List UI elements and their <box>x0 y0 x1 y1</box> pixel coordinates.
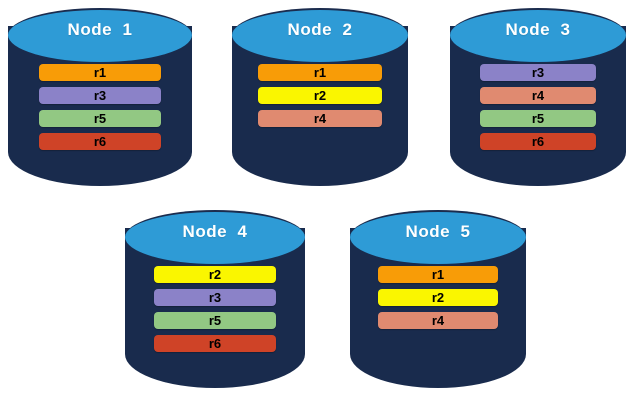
record-bar[interactable]: r5 <box>39 110 161 127</box>
record-list: r1 r2 r4 <box>232 64 408 133</box>
node-1[interactable]: Node 1 r1 r3 r5 r6 <box>8 8 192 186</box>
record-bar[interactable]: r4 <box>378 312 498 329</box>
cylinder-shape <box>232 8 408 186</box>
record-bar[interactable]: r2 <box>258 87 382 104</box>
record-bar[interactable]: r6 <box>480 133 596 150</box>
record-bar[interactable]: r4 <box>480 87 596 104</box>
node-title: Node 4 <box>182 222 248 241</box>
record-bar[interactable]: r3 <box>39 87 161 104</box>
node-title: Node 2 <box>287 20 353 39</box>
node-4[interactable]: Node 4 r2 r3 r5 r6 <box>125 210 305 388</box>
record-bar[interactable]: r1 <box>39 64 161 81</box>
cylinder-top-ellipse <box>450 8 626 62</box>
cylinder-top-ellipse <box>232 8 408 62</box>
record-bar[interactable]: r4 <box>258 110 382 127</box>
cylinder-top-ellipse <box>8 8 192 62</box>
cylinder-shape <box>450 8 626 186</box>
cylinder-top-ellipse <box>125 210 305 264</box>
record-list: r1 r3 r5 r6 <box>8 64 192 156</box>
record-bar[interactable]: r2 <box>378 289 498 306</box>
node-title: Node 3 <box>505 20 571 39</box>
record-bar[interactable]: r1 <box>378 266 498 283</box>
record-bar[interactable]: r5 <box>480 110 596 127</box>
record-bar[interactable]: r6 <box>154 335 276 352</box>
record-bar[interactable]: r1 <box>258 64 382 81</box>
node-title: Node 5 <box>405 222 471 241</box>
node-title: Node 1 <box>67 20 133 39</box>
cylinder-shape <box>350 210 526 388</box>
record-list: r1 r2 r4 <box>350 266 526 335</box>
record-bar[interactable]: r6 <box>39 133 161 150</box>
record-list: r2 r3 r5 r6 <box>125 266 305 358</box>
cylinder-shape <box>8 8 192 186</box>
record-bar[interactable]: r3 <box>480 64 596 81</box>
record-bar[interactable]: r3 <box>154 289 276 306</box>
cylinder-top-ellipse <box>350 210 526 264</box>
node-3[interactable]: Node 3 r3 r4 r5 r6 <box>450 8 626 186</box>
record-bar[interactable]: r5 <box>154 312 276 329</box>
record-list: r3 r4 r5 r6 <box>450 64 626 156</box>
node-5[interactable]: Node 5 r1 r2 r4 <box>350 210 526 388</box>
node-2[interactable]: Node 2 r1 r2 r4 <box>232 8 408 186</box>
record-bar[interactable]: r2 <box>154 266 276 283</box>
cylinder-shape <box>125 210 305 388</box>
